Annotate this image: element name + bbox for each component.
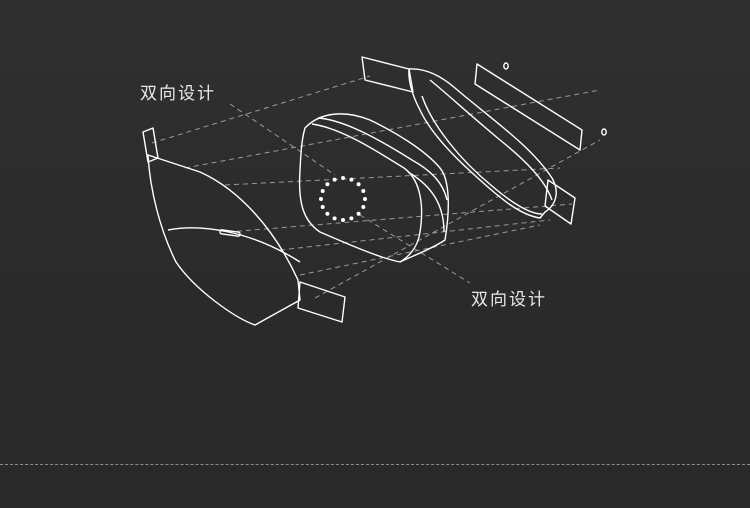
back-panel	[361, 56, 576, 225]
ring-dot	[341, 176, 345, 180]
pouch-side-seam	[311, 123, 423, 263]
front-panel-zipper-pull	[219, 229, 241, 237]
guide-line	[314, 139, 601, 299]
front-panel-body	[147, 154, 301, 326]
guide-line	[227, 203, 573, 233]
design-label-bottom: 双向设计	[471, 290, 547, 310]
guide-line	[279, 219, 551, 251]
label-leader-top	[229, 103, 336, 176]
back-panel-edge-seam	[421, 95, 543, 215]
ring-dot	[325, 211, 330, 216]
design-label-top: 双向设计	[140, 84, 216, 104]
ring-dot	[319, 197, 323, 201]
ring-dot	[320, 205, 325, 209]
guide-line	[151, 75, 371, 144]
middle-pouch	[298, 113, 449, 263]
ring-dot	[320, 189, 325, 193]
back-panel-body	[408, 68, 557, 219]
rear-strip-body	[474, 63, 583, 151]
ring-dot	[349, 177, 354, 182]
front-panel-seam	[167, 227, 301, 263]
guide-line	[299, 224, 541, 276]
ring-dot	[325, 182, 330, 187]
back-bottom-strap	[544, 179, 576, 225]
label-leader-bottom	[359, 214, 471, 284]
front-panel	[142, 127, 346, 326]
ring-dot	[332, 177, 337, 182]
rear-strip-rivet-top	[503, 62, 509, 70]
guide-line	[184, 89, 601, 169]
pouch-top-seam	[317, 117, 448, 201]
reversible-dot-ring	[319, 176, 367, 222]
pouch-body	[298, 113, 449, 263]
guide-line	[224, 167, 561, 186]
ring-dot	[363, 197, 367, 201]
ring-dot	[356, 182, 361, 187]
back-top-strap	[361, 56, 414, 93]
ring-dot	[361, 205, 366, 209]
ring-dot	[356, 211, 361, 216]
rear-strip-rivet-bottom	[601, 128, 607, 136]
rear-strip	[474, 62, 607, 151]
dashed-divider	[0, 464, 750, 465]
pouch-zipper-line	[407, 171, 445, 233]
ring-dot	[349, 216, 354, 221]
ring-dot	[361, 189, 366, 193]
back-panel-inner-seam	[429, 79, 553, 201]
right-strap-tab	[297, 281, 346, 323]
assembly-guide-lines	[151, 75, 601, 299]
ring-dot	[341, 218, 345, 222]
ring-dot	[332, 216, 337, 221]
